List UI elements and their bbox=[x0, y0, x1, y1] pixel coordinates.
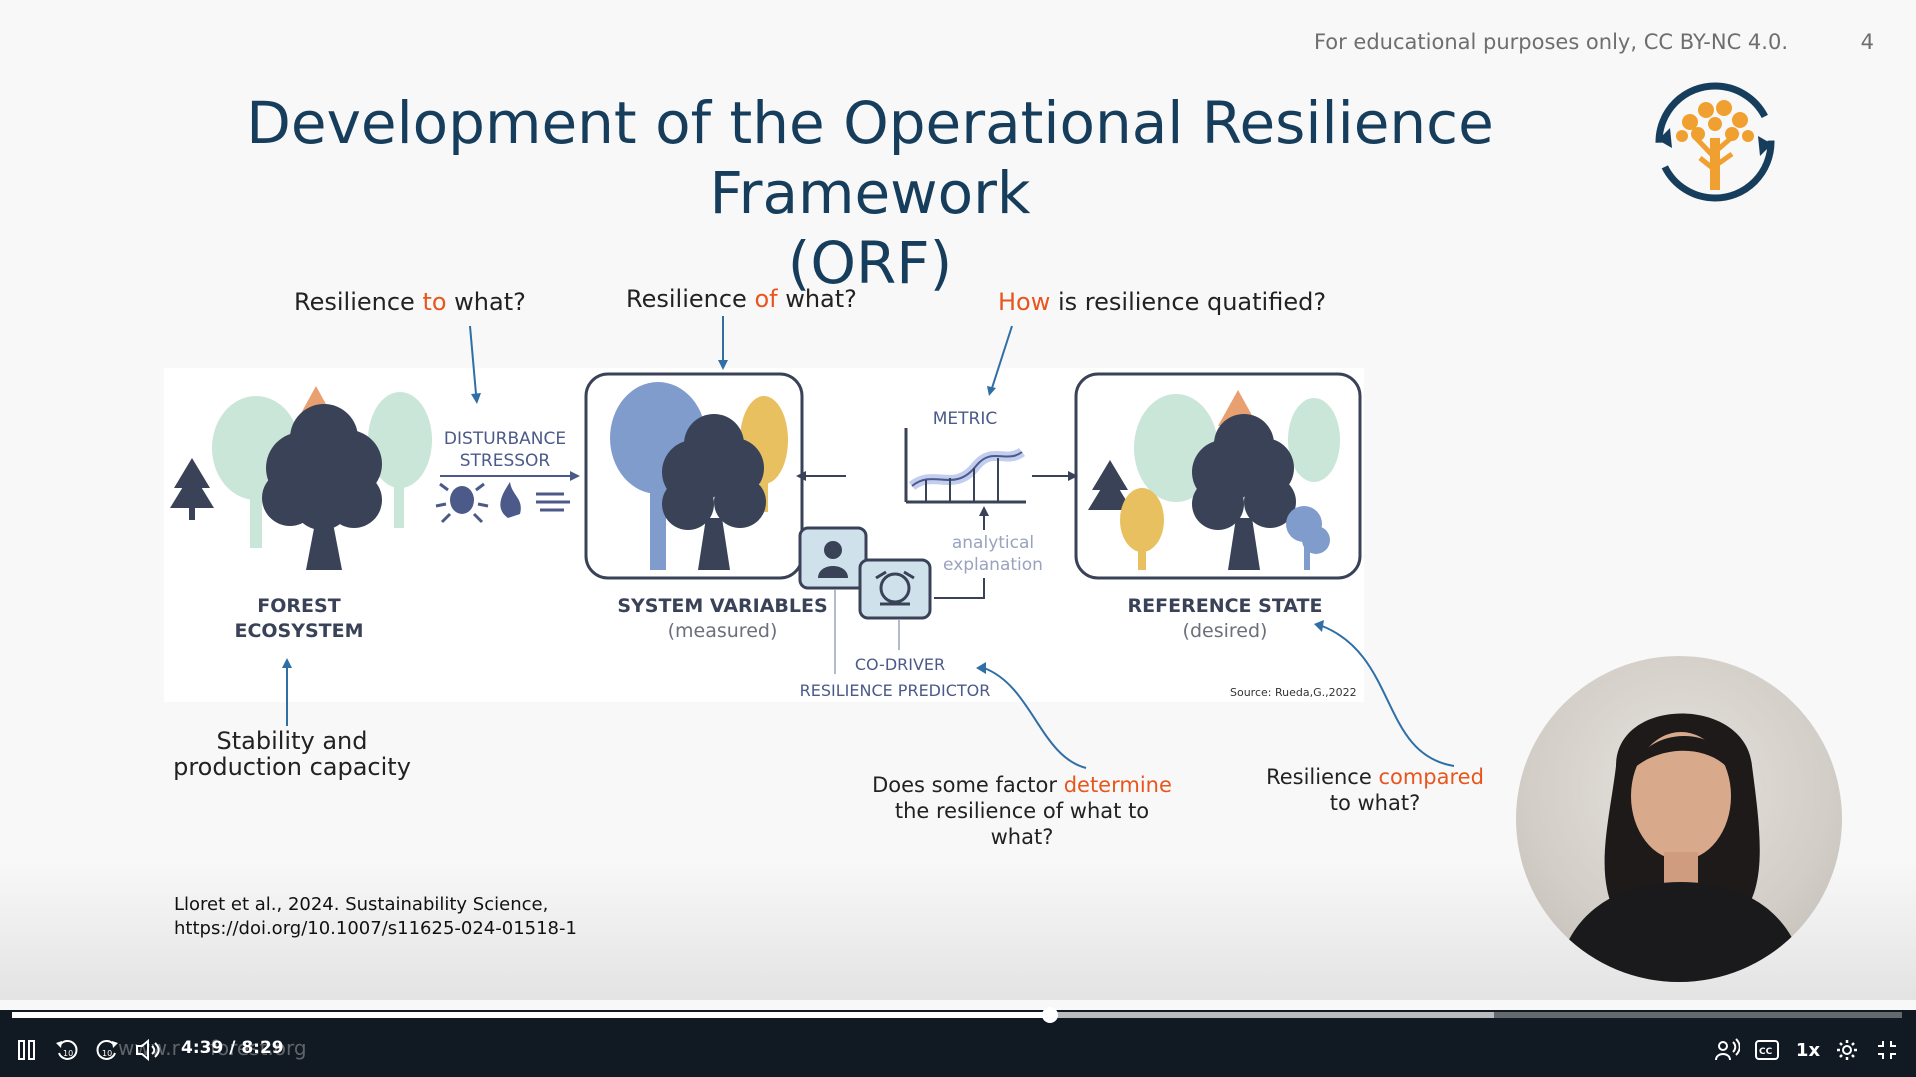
question-highlight: How bbox=[998, 288, 1051, 316]
progress-played bbox=[12, 1012, 1050, 1018]
progress-scrubber-handle[interactable] bbox=[1041, 1007, 1058, 1023]
page-number: 4 bbox=[1860, 30, 1874, 54]
disturbance-label-line2: STRESSOR bbox=[459, 451, 551, 471]
closed-captions-icon: CC bbox=[1755, 1040, 1779, 1060]
stability-line2: production capacity bbox=[173, 753, 411, 781]
determine-line3: what? bbox=[990, 825, 1054, 849]
disturbance-label: DISTURBANCE STRESSOR bbox=[430, 428, 580, 472]
tree-logo bbox=[1655, 82, 1775, 202]
question-highlight: to bbox=[422, 288, 447, 316]
question-resilience-of: Resilience of what? bbox=[626, 285, 857, 313]
citation-line1: Lloret et al., 2024. Sustainability Scie… bbox=[174, 894, 549, 915]
volume-button[interactable] bbox=[130, 1033, 164, 1067]
slide-title-line1: Development of the Operational Resilienc… bbox=[246, 89, 1494, 227]
exit-fullscreen-button[interactable] bbox=[1870, 1033, 1904, 1067]
time-display: 4:39 / 8:29 bbox=[181, 1038, 284, 1058]
diagram-source: Source: Rueda,G.,2022 bbox=[1230, 686, 1357, 699]
question-text: Resilience bbox=[1266, 765, 1379, 789]
audio-description-icon bbox=[1715, 1038, 1740, 1061]
metric-chart-icon bbox=[904, 428, 1026, 504]
question-compared: Resilience compared to what? bbox=[1240, 764, 1510, 816]
stability-line1: Stability and bbox=[216, 727, 368, 755]
forward-10-icon: 10 bbox=[96, 1040, 118, 1060]
annotation-arrows bbox=[282, 316, 1455, 769]
forward-10-button[interactable]: 10 bbox=[90, 1033, 124, 1067]
question-determine: Does some factor determine the resilienc… bbox=[862, 772, 1182, 850]
reference-trees-illustration bbox=[1088, 390, 1340, 570]
question-resilience-to: Resilience to what? bbox=[294, 288, 526, 316]
captions-label: CC bbox=[1759, 1047, 1773, 1057]
question-text: is resilience quatified? bbox=[1050, 288, 1327, 316]
determine-line1: Does some factor determine bbox=[862, 772, 1182, 798]
measured-label: (measured) bbox=[667, 620, 778, 642]
question-how-quantified: How is resilience quatified? bbox=[998, 288, 1326, 316]
playback-speed-button[interactable]: 1x bbox=[1795, 1039, 1821, 1061]
question-highlight: compared bbox=[1378, 765, 1484, 789]
analytical-line1: analytical bbox=[951, 533, 1035, 553]
question-highlight: of bbox=[754, 285, 778, 313]
exit-fullscreen-icon bbox=[1878, 1041, 1896, 1059]
desired-label: (desired) bbox=[1182, 620, 1268, 642]
citation-line2[interactable]: https://doi.org/10.1007/s11625-024-01518… bbox=[174, 918, 577, 939]
presenter-illustration bbox=[1556, 713, 1806, 982]
presenter-webcam bbox=[1516, 656, 1842, 982]
forest-label-line2: ECOSYSTEM bbox=[234, 620, 364, 642]
settings-button[interactable] bbox=[1830, 1033, 1864, 1067]
question-text: Does some factor bbox=[872, 773, 1064, 797]
analytical-line2: explanation bbox=[943, 555, 1043, 575]
framework-diagram-graphics bbox=[170, 372, 1362, 674]
stressor-icons bbox=[435, 482, 570, 524]
citation: Lloret et al., 2024. Sustainability Scie… bbox=[174, 893, 577, 941]
compared-line2: to what? bbox=[1329, 791, 1421, 815]
metric-label: METRIC bbox=[932, 409, 998, 429]
question-text: what? bbox=[777, 285, 857, 313]
determine-line2: the resilience of what to bbox=[894, 799, 1150, 823]
forest-label-line1: FOREST bbox=[257, 595, 341, 617]
question-text: Resilience bbox=[294, 288, 423, 316]
pause-button[interactable] bbox=[10, 1033, 44, 1067]
system-trees-illustration bbox=[610, 382, 788, 570]
audio-description-button[interactable] bbox=[1710, 1033, 1744, 1067]
closed-captions-button[interactable]: CC bbox=[1750, 1033, 1784, 1067]
rewind-10-button[interactable]: 10 bbox=[50, 1033, 84, 1067]
question-highlight: determine bbox=[1063, 773, 1172, 797]
question-text: what? bbox=[446, 288, 526, 316]
license-notice: For educational purposes only, CC BY-NC … bbox=[1313, 30, 1788, 54]
compared-line1: Resilience compared bbox=[1240, 764, 1510, 790]
reference-state-label: REFERENCE STATE bbox=[1127, 595, 1323, 617]
forest-trees-illustration bbox=[170, 386, 432, 570]
slide-title: Development of the Operational Resilienc… bbox=[130, 88, 1610, 298]
gear-icon bbox=[1837, 1040, 1857, 1060]
forward-10-label: 10 bbox=[102, 1049, 112, 1058]
rewind-10-label: 10 bbox=[63, 1049, 73, 1058]
rewind-10-icon: 10 bbox=[56, 1040, 78, 1060]
pause-icon bbox=[18, 1040, 35, 1060]
disturbance-label-line1: DISTURBANCE bbox=[443, 429, 567, 449]
video-player-controls bbox=[0, 1010, 1916, 1077]
stability-capacity-text: Stability and production capacity bbox=[152, 728, 432, 780]
slide-title-line2: (ORF) bbox=[787, 229, 953, 297]
website-watermark: www.r forest.org bbox=[118, 1036, 307, 1060]
codriver-label: CO-DRIVER bbox=[854, 655, 946, 674]
analytical-explanation-label: analytical explanation bbox=[928, 532, 1058, 576]
volume-icon bbox=[136, 1038, 160, 1062]
resilience-predictor-label: RESILIENCE PREDICTOR bbox=[799, 681, 991, 700]
question-text: Resilience bbox=[626, 285, 755, 313]
forest-ecosystem-label: FOREST ECOSYSTEM bbox=[224, 594, 374, 644]
system-variables-label: SYSTEM VARIABLES bbox=[617, 595, 828, 617]
